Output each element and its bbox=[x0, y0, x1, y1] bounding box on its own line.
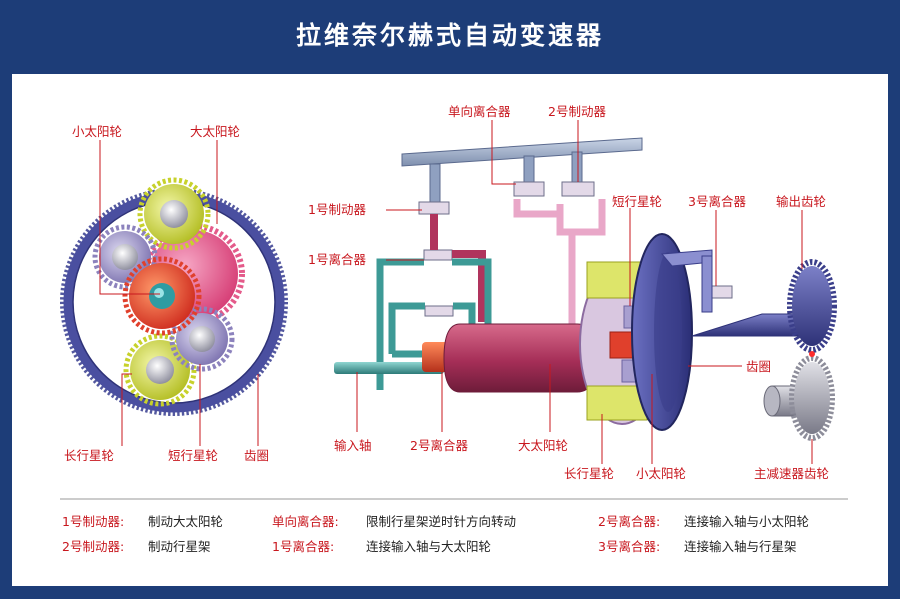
label-long-planet-right: 长行星轮 bbox=[564, 466, 614, 481]
final-drive-gear bbox=[763, 355, 835, 441]
hanger-brake-1 bbox=[429, 163, 441, 205]
left-gearset-diagram: 小太阳轮 大太阳轮 长行星轮 短行星轮 齿圈 bbox=[60, 124, 288, 463]
page-title: 拉维奈尔赫式自动变速器 bbox=[295, 21, 604, 50]
legend-val-clutch-2: 连接输入轴与小太阳轮 bbox=[684, 514, 809, 529]
top-frame-bar bbox=[401, 137, 643, 167]
legend-key-clutch-2: 2号离合器: bbox=[598, 514, 660, 529]
hanger-brake-2 bbox=[571, 151, 583, 185]
left-leader-lines bbox=[99, 140, 259, 446]
legend-val-one-way-clutch: 限制行星架逆时针方向转动 bbox=[366, 514, 516, 529]
legend-key-clutch-3: 3号离合器: bbox=[598, 539, 660, 554]
label-brake-2: 2号制动器 bbox=[548, 104, 606, 119]
legend-key-brake-2: 2号制动器: bbox=[62, 539, 124, 554]
legend-val-clutch-1: 连接输入轴与大太阳轮 bbox=[366, 539, 491, 554]
label-short-planet-right: 短行星轮 bbox=[612, 194, 662, 209]
label-clutch-2: 2号离合器 bbox=[410, 438, 468, 453]
label-brake-1: 1号制动器 bbox=[308, 202, 366, 217]
diagram-panel: 小太阳轮 大太阳轮 长行星轮 短行星轮 齿圈 bbox=[12, 74, 888, 586]
hanger-one-way-clutch bbox=[523, 155, 535, 185]
legend-key-brake-1: 1号制动器: bbox=[62, 514, 124, 529]
label-input-shaft: 输入轴 bbox=[334, 438, 372, 453]
output-gear bbox=[787, 259, 837, 353]
large-sun-drum bbox=[443, 323, 598, 393]
legend-val-brake-1: 制动大太阳轮 bbox=[148, 514, 223, 529]
diagram-canvas: 小太阳轮 大太阳轮 长行星轮 短行星轮 齿圈 bbox=[60, 104, 848, 554]
label-final-drive-gear: 主减速器齿轮 bbox=[754, 466, 829, 481]
label-large-sun-right: 大太阳轮 bbox=[518, 438, 568, 453]
label-short-planet: 短行星轮 bbox=[168, 448, 218, 463]
label-clutch-1: 1号离合器 bbox=[308, 252, 366, 267]
legend-key-clutch-1: 1号离合器: bbox=[272, 539, 334, 554]
clutch-1-housing bbox=[376, 258, 492, 390]
mesh-point-dot bbox=[809, 351, 815, 357]
right-leader-lines bbox=[356, 120, 813, 464]
label-small-sun-right: 小太阳轮 bbox=[636, 466, 686, 481]
label-output-gear: 输出齿轮 bbox=[776, 194, 826, 209]
label-ring-gear: 齿圈 bbox=[244, 448, 269, 463]
legend-key-one-way-clutch: 单向离合器: bbox=[272, 514, 339, 529]
short-planet-gear-left bbox=[92, 224, 158, 290]
label-large-sun: 大太阳轮 bbox=[190, 124, 240, 139]
label-small-sun: 小太阳轮 bbox=[72, 124, 122, 139]
friction-blocks bbox=[418, 181, 733, 317]
label-one-way-clutch: 单向离合器 bbox=[448, 104, 511, 119]
legend: 1号制动器: 制动大太阳轮 单向离合器: 限制行星架逆时针方向转动 2号离合器:… bbox=[62, 514, 809, 554]
planet-carrier-link bbox=[556, 199, 606, 236]
input-shaft bbox=[334, 362, 444, 374]
right-transmission-diagram: 单向离合器 2号制动器 1号制动器 1号离合器 短行星轮 3号离合器 输出齿轮 … bbox=[308, 104, 837, 481]
label-clutch-3: 3号离合器 bbox=[688, 194, 746, 209]
legend-val-brake-2: 制动行星架 bbox=[148, 539, 211, 554]
label-long-planet: 长行星轮 bbox=[64, 448, 114, 463]
small-sun-gear bbox=[122, 256, 202, 336]
legend-val-clutch-3: 连接输入轴与行星架 bbox=[684, 539, 797, 554]
ring-gear-teeth bbox=[60, 188, 288, 416]
label-ring-gear-right: 齿圈 bbox=[746, 359, 771, 374]
long-planet-gear-top bbox=[137, 177, 211, 251]
short-planet-gear-right bbox=[169, 306, 235, 372]
